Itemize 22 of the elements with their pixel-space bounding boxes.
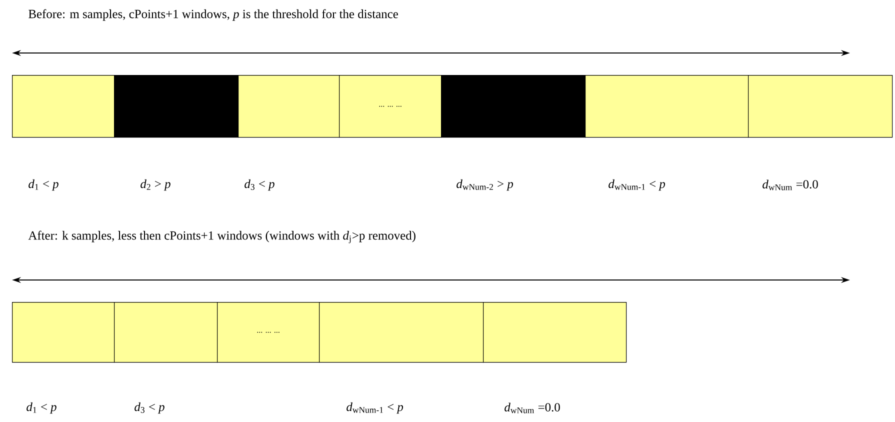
window-box: [585, 75, 749, 138]
distance-label: d$_{wNum}$ =0.0: [504, 402, 560, 414]
caption-text: Before: m samples, cPoints+1 windows, p is the threshold for the distance: [28, 9, 398, 21]
window-box: [114, 75, 239, 138]
window-box: [114, 302, 218, 363]
distance-label: d$_{1}$ < p: [28, 179, 58, 191]
distance-label: d$_{wNum-1}$ < p: [608, 179, 666, 191]
caption-text: After: k samples, less then cPoints+1 windows (windows with d$_{j}$>p removed): [28, 230, 416, 244]
window-box: [12, 75, 115, 138]
distance-label: d$_{wNum}$ =0.0: [762, 180, 818, 190]
distance-label: d$_{1}$ < p: [26, 402, 56, 414]
distance-label: d$_{3}$ < p: [244, 179, 274, 191]
distance-label: d$_{wNum-2}$ > p: [456, 179, 514, 191]
window-box: [483, 302, 627, 363]
window-box: [748, 75, 893, 138]
window-box: [238, 75, 340, 138]
distance-label: d$_{3}$ < p: [134, 402, 164, 414]
distance-label: d$_{2}$ > p: [140, 179, 170, 191]
window-box: [319, 302, 484, 363]
window-box: [12, 302, 115, 363]
distance-label: d$_{wNum-1}$ < p: [346, 402, 404, 414]
window-box: [441, 75, 586, 138]
